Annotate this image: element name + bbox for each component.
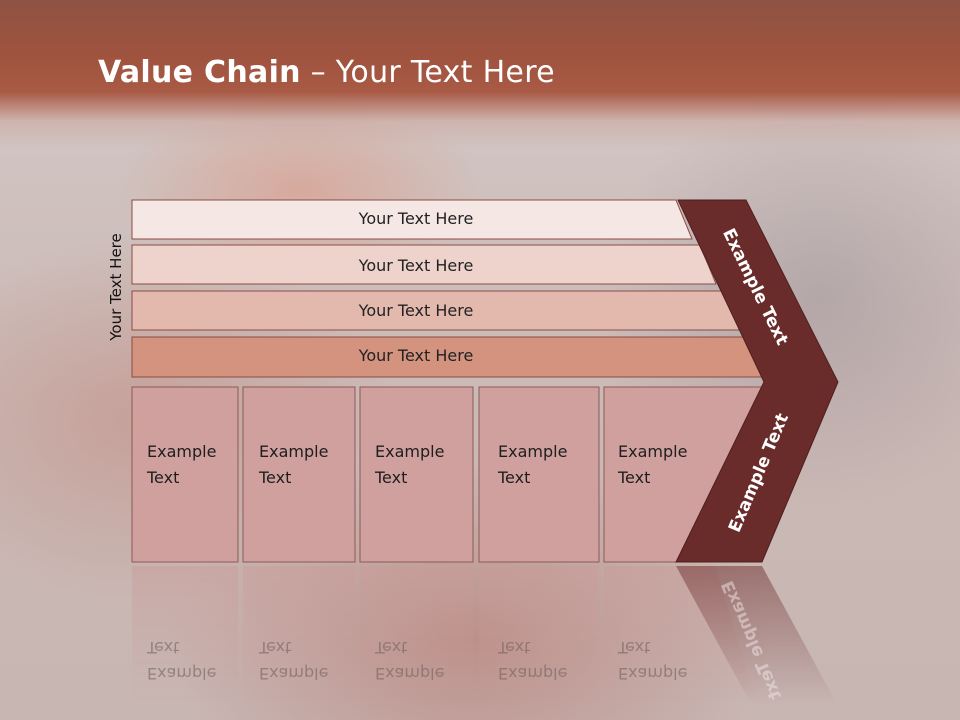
- column-box-3: [359, 386, 474, 563]
- chevron-reflection: [676, 566, 838, 706]
- column-label-3: Example Text: [375, 442, 445, 487]
- chevron-arrow: [675, 199, 839, 563]
- title-bold-part: Value Chain: [98, 55, 301, 90]
- column-box-4: [478, 386, 600, 563]
- column-reflection: [132, 566, 238, 706]
- column-label-4: Example Text: [498, 442, 568, 487]
- column-label-1: Example Text: [147, 442, 217, 487]
- column-reflection: [479, 566, 599, 706]
- bar-label-3: Your Text Here: [358, 301, 474, 320]
- column-label-reflection: Example Text: [498, 638, 568, 683]
- title-band: [0, 0, 960, 148]
- slide-title: Value Chain – Your Text Here: [98, 55, 555, 90]
- bar-label-1: Your Text Here: [358, 209, 474, 228]
- bar-1: [131, 199, 693, 240]
- bar-label-2: Your Text Here: [358, 256, 474, 275]
- title-rest-part: – Your Text Here: [300, 55, 555, 90]
- column-reflection: [243, 566, 355, 706]
- column-label-reflection: Example Text: [259, 638, 329, 683]
- column-label-5: Example Text: [618, 442, 688, 487]
- bar-label-4: Your Text Here: [358, 346, 474, 365]
- reflection-group: [132, 566, 838, 706]
- column-label-2: Example Text: [259, 442, 329, 487]
- column-box-2: [242, 386, 356, 563]
- column-reflection: [360, 566, 473, 706]
- column-label-reflection: Example Text: [147, 638, 217, 683]
- column-box-1: [131, 386, 239, 563]
- column-label-reflection: Example Text: [618, 638, 688, 683]
- bar-2: [131, 244, 717, 285]
- column-label-reflection: Example Text: [375, 638, 445, 683]
